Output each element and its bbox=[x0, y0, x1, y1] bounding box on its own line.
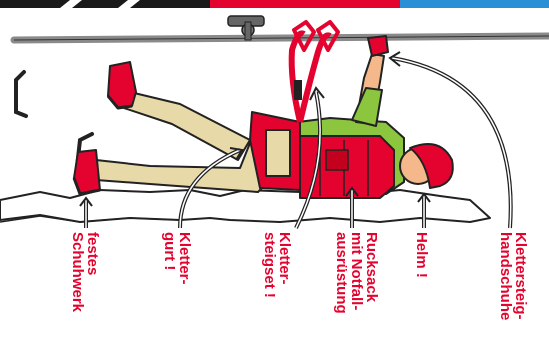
label-handschuhe: Klettersteig- handschuhe bbox=[498, 232, 528, 320]
label-rucksack: Rucksack mit Notfall- ausrüstung bbox=[334, 232, 379, 314]
boot-upper bbox=[108, 62, 136, 108]
label-klettergurt: Kletter- gurt ! bbox=[162, 232, 192, 285]
leg-upper bbox=[124, 92, 250, 160]
glove bbox=[368, 36, 388, 56]
label-helm: Helm ! bbox=[414, 232, 429, 278]
rock-ledge bbox=[0, 190, 490, 222]
top-bar-black bbox=[0, 0, 210, 8]
sleeve bbox=[352, 88, 382, 126]
top-bar-red bbox=[210, 0, 400, 8]
iron-rung-1 bbox=[16, 72, 26, 116]
harness-inner bbox=[266, 130, 290, 176]
label-schuhwerk: festes Schuhwerk bbox=[70, 232, 100, 312]
backpack-pocket bbox=[326, 150, 348, 170]
climber-figure bbox=[74, 22, 453, 198]
top-bar-blue bbox=[400, 0, 549, 8]
label-klettersteigset: Kletter- steigset ! bbox=[262, 232, 292, 298]
boot-lower bbox=[74, 150, 100, 194]
